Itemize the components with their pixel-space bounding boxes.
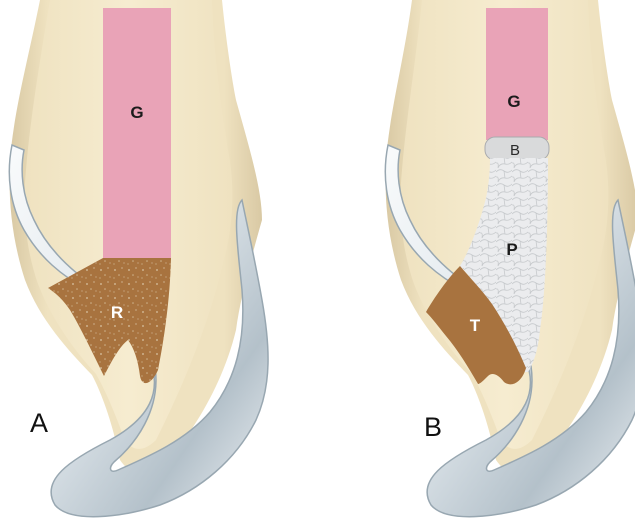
label-r: R (111, 303, 123, 322)
panel-letter: B (424, 412, 442, 442)
gutta-percha (486, 8, 548, 140)
label-g: G (130, 103, 143, 122)
label-p: P (506, 240, 517, 259)
panel-letter: A (30, 408, 48, 438)
label-t: T (470, 316, 481, 335)
label-b: B (510, 142, 520, 159)
panel-a: G R A (9, 0, 268, 517)
label-g: G (507, 92, 520, 111)
gutta-percha (103, 8, 171, 260)
panel-b: G B P T B (385, 0, 635, 517)
